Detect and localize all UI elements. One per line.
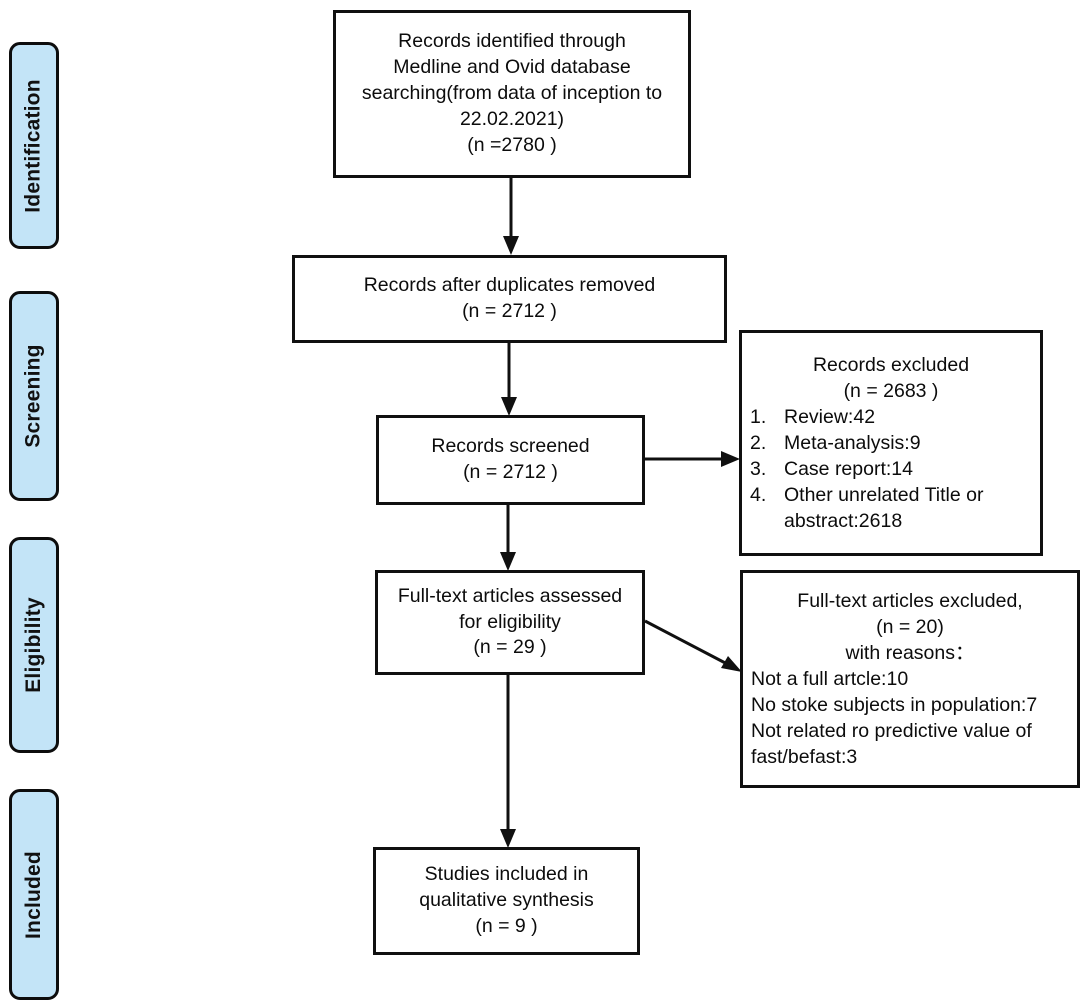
text-line: Records identified through <box>398 30 626 53</box>
connector-fulltext-assessed-to-included <box>500 673 516 848</box>
stage-screening: Screening <box>9 291 59 501</box>
fulltext-excluded-count: (n = 20) <box>876 615 944 638</box>
stage-eligibility: Eligibility <box>9 537 59 753</box>
list-item: Not a full artcle:10 <box>751 667 909 690</box>
box-studies-included-text: Studies included in qualitative synthesi… <box>384 862 629 940</box>
list-item-number: 3. <box>750 458 767 481</box>
list-item: fast/befast:3 <box>751 746 858 769</box>
stage-eligibility-label: Eligibility <box>22 597 46 693</box>
records-excluded-reason-list: 1. Review:42 2. Meta-analysis:9 3. Case … <box>750 404 1032 535</box>
fulltext-excluded-reason-list: Not a full artcle:10 No stoke subjects i… <box>751 666 1069 771</box>
box-records-identified: Records identified through Medline and O… <box>333 10 691 178</box>
list-item: abstract:2618 <box>750 508 1032 534</box>
list-item-label: Meta-analysis:9 <box>784 431 921 454</box>
records-excluded-title: Records excluded <box>812 353 970 376</box>
text-line: qualitative synthesis <box>419 889 594 912</box>
connector-fulltext-assessed-to-fulltext-excluded <box>644 619 742 672</box>
box-fulltext-excluded: Full-text articles excluded, (n = 20) wi… <box>740 570 1080 788</box>
connector-identified-to-duplicates <box>503 176 519 255</box>
box-records-excluded: Records excluded (n = 2683 ) 1. Review:4… <box>739 330 1043 556</box>
box-records-after-duplicates-removed: Records after duplicates removed (n = 27… <box>292 255 727 343</box>
text-line-count: (n = 2712 ) <box>463 461 558 483</box>
fulltext-excluded-reasons-header: with reasons： <box>845 641 975 664</box>
text-line: Medline and Ovid database <box>393 56 631 79</box>
box-records-screened-text: Records screened (n = 2712 ) <box>387 434 634 486</box>
list-item-number: 1. <box>750 405 767 428</box>
connector-duplicates-to-screened <box>501 341 517 416</box>
connector-screened-to-records-excluded <box>643 451 740 467</box>
list-item-number: 2. <box>750 431 767 454</box>
text-line-count: (n = 9 ) <box>475 914 538 937</box>
fulltext-excluded-title: Full-text articles excluded, <box>797 589 1023 612</box>
box-records-screened: Records screened (n = 2712 ) <box>376 415 645 505</box>
stage-screening-label: Screening <box>22 344 45 448</box>
box-studies-included: Studies included in qualitative synthesi… <box>373 847 640 955</box>
stage-included-label: Included <box>22 850 46 939</box>
list-item-label: Other unrelated Title or <box>784 484 984 507</box>
list-item: 1. Review:42 <box>750 404 1032 430</box>
text-line-count: (n =2780 ) <box>467 133 557 156</box>
text-line-count: (n = 29 ) <box>473 636 547 659</box>
box-fulltext-assessed: Full-text articles assessed for eligibil… <box>375 570 645 675</box>
text-line-count: (n = 2712 ) <box>462 300 557 322</box>
list-item-label: Case report:14 <box>784 458 913 481</box>
list-item: No stoke subjects in population:7 <box>751 694 1038 717</box>
list-item-label: abstract:2618 <box>784 510 903 533</box>
list-item-number: 4. <box>750 484 767 507</box>
text-line: Full-text articles assessed <box>397 584 623 607</box>
connector-screened-to-fulltext-assessed <box>500 503 516 571</box>
box-fulltext-excluded-text: Full-text articles excluded, (n = 20) wi… <box>751 588 1069 771</box>
box-fulltext-assessed-text: Full-text articles assessed for eligibil… <box>386 584 634 662</box>
text-line: searching(from data of inception to <box>361 82 663 105</box>
stage-included: Included <box>9 789 59 1000</box>
list-item: 3. Case report:14 <box>750 456 1032 482</box>
box-records-excluded-text: Records excluded (n = 2683 ) 1. Review:4… <box>750 352 1032 535</box>
text-line: Records after duplicates removed <box>363 274 656 297</box>
text-line: for eligibility <box>459 610 561 633</box>
list-item: 4. Other unrelated Title or <box>750 482 1032 508</box>
box-records-after-duplicates-removed-text: Records after duplicates removed (n = 27… <box>303 273 716 325</box>
records-excluded-count: (n = 2683 ) <box>843 379 939 402</box>
box-records-identified-text: Records identified through Medline and O… <box>344 29 680 159</box>
text-line: Records screened <box>431 435 590 458</box>
list-item-label: Review:42 <box>784 405 876 428</box>
text-line: Studies included in <box>424 863 589 886</box>
list-item: 2. Meta-analysis:9 <box>750 430 1032 456</box>
list-item: Not related ro predictive value of <box>751 720 1032 743</box>
stage-identification-label: Identification <box>22 78 45 213</box>
stage-identification: Identification <box>9 42 59 249</box>
text-line: 22.02.2021) <box>459 107 565 130</box>
